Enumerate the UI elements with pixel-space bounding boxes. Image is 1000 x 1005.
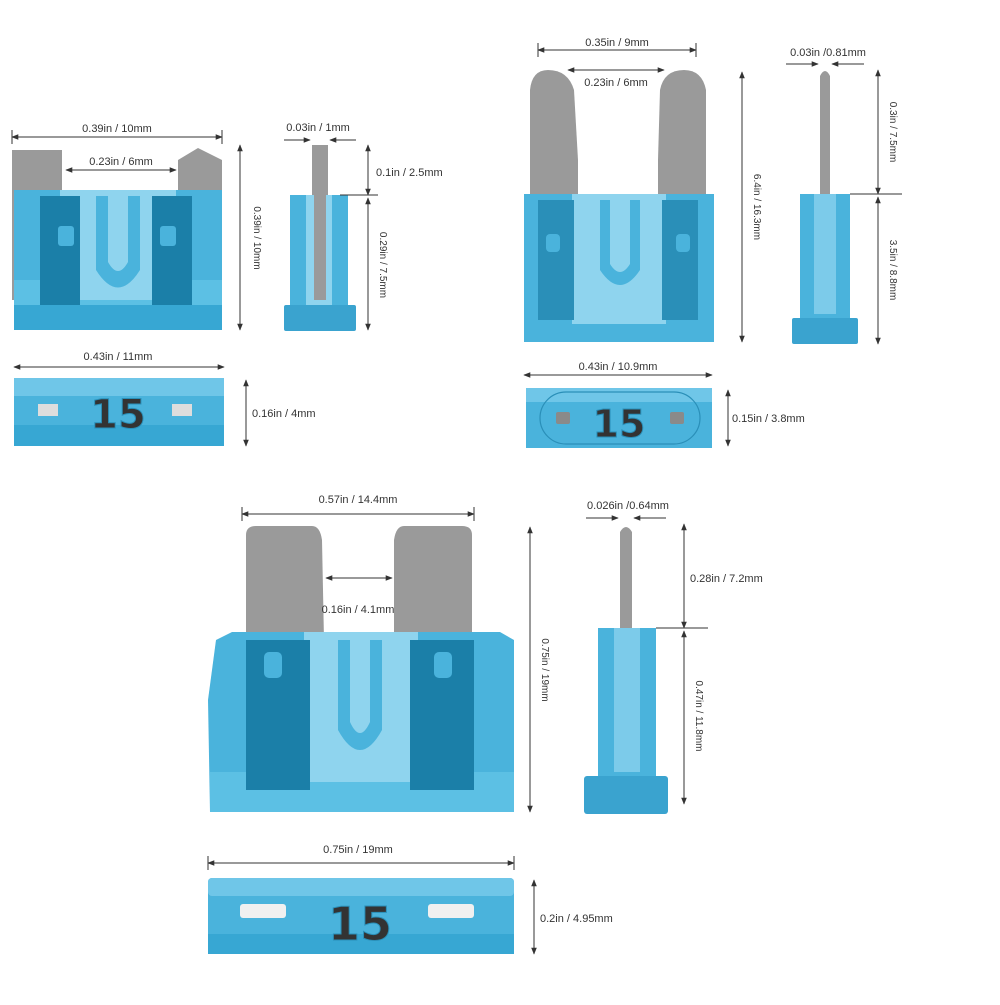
standard-fuse-side (584, 527, 668, 814)
low-profile-width: 0.39in / 10mm (82, 123, 152, 135)
standard-blade-gap: 0.16in / 4.1mm (322, 604, 395, 616)
low-profile-top-width: 0.43in / 11mm (84, 351, 153, 363)
mini-body-height: 3.5in / 8.8mm (887, 240, 898, 301)
side-blade (620, 527, 632, 632)
low-profile-body-height: 0.29in / 7.5mm (377, 232, 388, 298)
left-blade (246, 526, 324, 640)
right-blade (658, 70, 706, 200)
low-profile-fuse-front (12, 148, 222, 330)
standard-blade-exposed: 0.28in / 7.2mm (690, 573, 763, 585)
low-profile-fuse-top: 15 (14, 378, 224, 446)
low-profile-blade-exposed: 0.1in / 2.5mm (376, 167, 443, 179)
low-profile-top-depth: 0.16in / 4mm (252, 408, 316, 420)
standard-rating: 15 (328, 897, 392, 951)
low-profile-fuse-side (284, 145, 356, 331)
standard-fuse-front (208, 526, 514, 812)
mini-fuse-top: 15 (526, 388, 712, 448)
left-blade (530, 70, 578, 200)
low-profile-blade-gap: 0.23in / 6mm (89, 156, 153, 168)
standard-top-width: 0.75in / 19mm (323, 844, 393, 856)
low-profile-rating: 15 (90, 392, 146, 438)
side-blade (820, 71, 830, 200)
mini-fuse-side (792, 71, 858, 344)
mini-rating: 15 (593, 402, 646, 446)
mini-fuse-front (524, 70, 714, 342)
standard-body-height: 0.47in / 11.8mm (693, 681, 704, 752)
standard-height: 0.75in / 19mm (539, 638, 550, 701)
mini-height: 6.4in / 16.3mm (751, 174, 762, 240)
standard-side-thickness: 0.026in /0.64mm (587, 500, 669, 512)
mini-blade-exposed: 0.3in / 7.5mm (887, 102, 898, 163)
mini-top-depth: 0.15in / 3.8mm (732, 413, 805, 425)
standard-top-depth: 0.2in / 4.95mm (540, 913, 613, 925)
mini-side-thickness: 0.03in /0.81mm (790, 47, 866, 59)
mini-top-width: 0.43in / 10.9mm (579, 361, 658, 373)
standard-width: 0.57in / 14.4mm (319, 494, 398, 506)
mini-width: 0.35in / 9mm (585, 37, 649, 49)
low-profile-side-thickness: 0.03in / 1mm (286, 122, 350, 134)
standard-fuse-top: 15 (208, 878, 514, 954)
mini-blade-gap: 0.23in / 6mm (584, 77, 648, 89)
low-profile-height: 0.39in / 10mm (251, 206, 262, 269)
right-blade (394, 526, 472, 640)
